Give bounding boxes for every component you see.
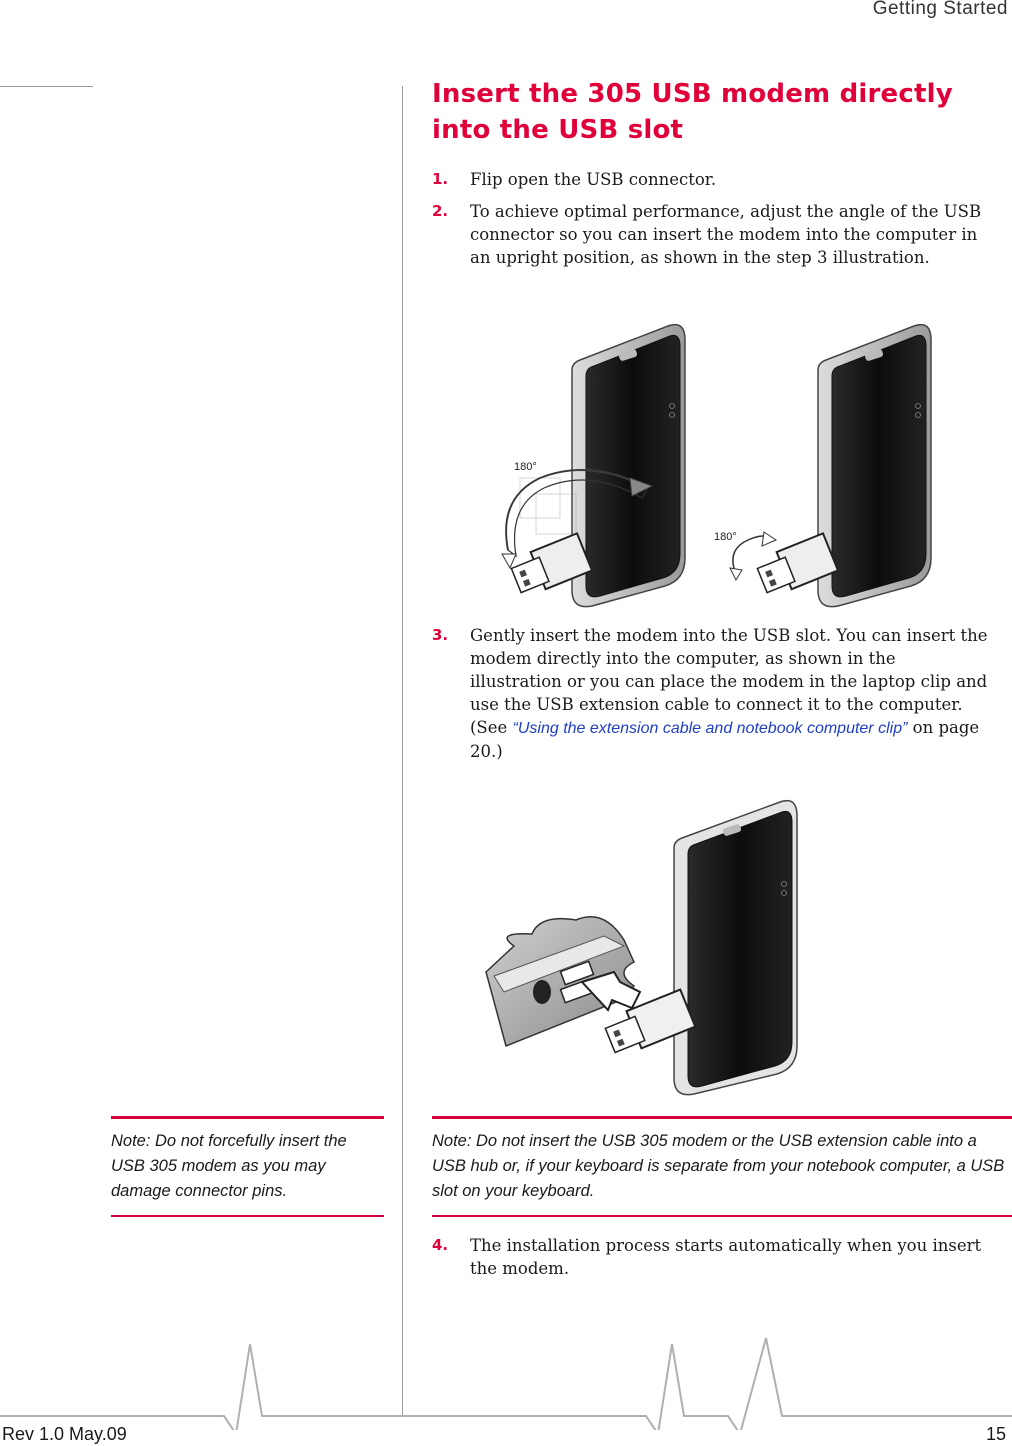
step-text: To achieve optimal performance, adjust t… <box>470 202 982 267</box>
cross-reference-link[interactable]: “Using the extension cable and notebook … <box>512 720 908 737</box>
column-divider <box>402 86 403 1416</box>
laptop-insertion-illustration <box>485 799 798 1096</box>
step-number: 3. <box>432 626 449 644</box>
footer-revision: Rev 1.0 May.09 <box>2 1424 127 1444</box>
step-3: 3. Gently insert the modem into the USB … <box>432 624 992 763</box>
header-rule <box>0 86 93 87</box>
step-number: 1. <box>432 170 449 188</box>
step-number: 2. <box>432 202 449 220</box>
running-header: Getting Started <box>872 0 1008 19</box>
step-1: 1. Flip open the USB connector. <box>432 168 992 191</box>
angle-label: 180° <box>514 461 537 473</box>
step-2: 2. To achieve optimal performance, adjus… <box>432 200 992 269</box>
note-text: Note: Do not insert the USB 305 modem or… <box>432 1132 1005 1200</box>
note-right: Note: Do not insert the USB 305 modem or… <box>432 1116 1012 1217</box>
step-text: The installation process starts automati… <box>470 1236 982 1278</box>
footer-page-number: 15 <box>985 1424 1006 1444</box>
footer-wave-line <box>0 1337 1012 1430</box>
step-text: Flip open the USB connector. <box>470 170 717 189</box>
step-number: 4. <box>432 1236 449 1254</box>
connector-rotation-illustration: 180° 180° <box>501 323 932 608</box>
angle-label: 180° <box>714 531 737 543</box>
modem-left: 180° <box>501 323 686 608</box>
note-text: Note: Do not forcefully insert the USB 3… <box>111 1132 347 1200</box>
step-text-after: on page 20.) <box>470 718 980 761</box>
section-heading: Insert the 305 USB modem directly into t… <box>432 79 953 145</box>
modem-right: 180° <box>714 323 932 608</box>
step-4: 4. The installation process starts autom… <box>432 1234 992 1280</box>
step-text: Gently insert the modem into the USB slo… <box>470 624 992 763</box>
step-text-before: Gently insert the modem into the USB slo… <box>470 626 988 737</box>
note-left: Note: Do not forcefully insert the USB 3… <box>111 1116 384 1217</box>
